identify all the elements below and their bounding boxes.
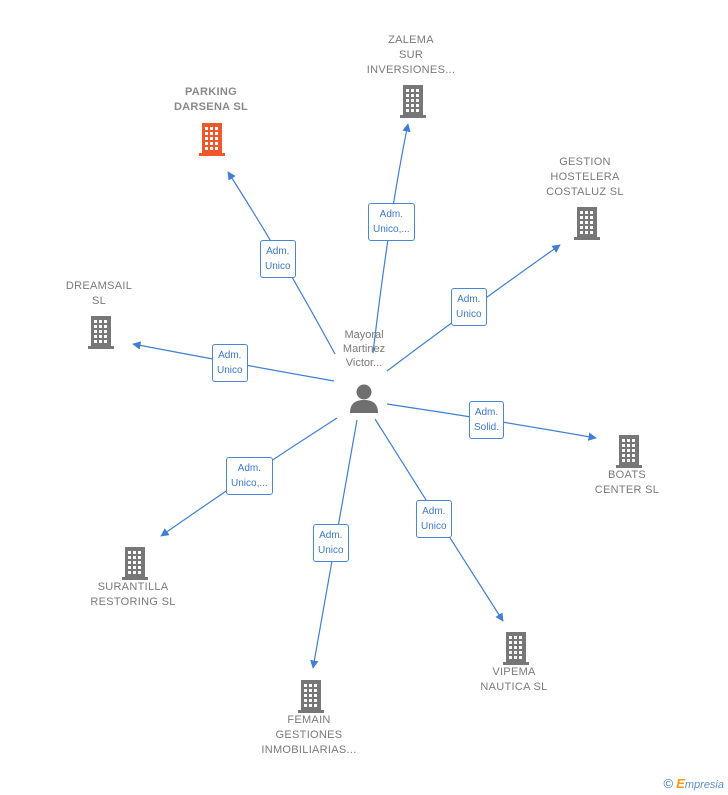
relation-detail: Solid. — [474, 422, 500, 433]
company-name-surantilla[interactable]: SURANTILLA RESTORING SL — [68, 580, 198, 610]
relation-detail: Unico,... — [231, 478, 268, 489]
company-name-line: SUR — [398, 49, 424, 61]
company-name-line: ZALEMA — [388, 34, 434, 46]
relation-label-parking[interactable]: Adm. Unico — [260, 240, 296, 278]
brand-logo-initial: E — [676, 776, 685, 791]
relation-detail: Unico — [456, 309, 482, 320]
building-icon[interactable] — [616, 434, 642, 473]
person-name-line: Martinez — [342, 343, 386, 355]
relation-label-gestion[interactable]: Adm. Unico — [451, 288, 487, 326]
company-name-vipema[interactable]: VIPEMA NAUTICA SL — [449, 665, 579, 695]
footer-brand: © Empresia — [664, 776, 724, 791]
building-icon[interactable] — [122, 546, 148, 585]
company-name-dreamsail[interactable]: DREAMSAIL SL — [34, 279, 164, 309]
person-name-line: Mayoral — [344, 329, 384, 341]
relation-detail: Unico — [421, 521, 447, 532]
copyright-icon: © — [663, 776, 674, 791]
company-name-line: DREAMSAIL — [65, 280, 133, 292]
brand-logo-text: mpresia — [684, 779, 724, 791]
relation-label-surantilla[interactable]: Adm. Unico,... — [226, 457, 273, 495]
relation-role: Adm. — [474, 407, 499, 418]
company-name-boats[interactable]: BOATS CENTER SL — [562, 468, 692, 498]
relation-label-vipema[interactable]: Adm. Unico — [416, 500, 452, 538]
company-name-line: FEMAIN — [287, 714, 331, 726]
company-name-line: SURANTILLA — [97, 581, 169, 593]
relation-role: Adm. — [266, 246, 290, 257]
company-name-line: INVERSIONES... — [366, 64, 456, 76]
company-name-gestion[interactable]: GESTION HOSTELERA COSTALUZ SL — [520, 155, 650, 200]
person-icon[interactable] — [348, 383, 380, 418]
relation-label-femain[interactable]: Adm. Unico — [313, 524, 349, 562]
company-name-femain[interactable]: FEMAIN GESTIONES INMOBILIARIAS... — [244, 713, 374, 758]
company-name-parking[interactable]: PARKING DARSENA SL — [146, 85, 276, 115]
building-icon[interactable] — [88, 315, 114, 354]
building-icon[interactable] — [298, 679, 324, 718]
relation-role: Adm. — [319, 530, 343, 541]
relation-role: Adm. — [457, 294, 481, 305]
relation-detail: Unico — [318, 545, 344, 556]
company-name-line: CENTER SL — [594, 484, 660, 496]
company-name-line: HOSTELERA — [550, 171, 620, 183]
company-name-line: GESTIONES — [275, 729, 343, 741]
company-name-line: COSTALUZ SL — [546, 186, 624, 198]
relation-role: Adm. — [379, 209, 404, 220]
company-name-zalema[interactable]: ZALEMA SUR INVERSIONES... — [346, 33, 476, 78]
relation-detail: Unico — [265, 261, 291, 272]
building-icon[interactable] — [400, 84, 426, 123]
person-name[interactable]: Mayoral Martinez Victor... — [325, 328, 403, 370]
company-name-line: SL — [91, 295, 107, 307]
relation-label-dreamsail[interactable]: Adm. Unico — [212, 344, 248, 382]
company-name-line: VIPEMA — [492, 666, 536, 678]
company-name-line: NAUTICA SL — [480, 681, 548, 693]
company-name-line: DARSENA SL — [173, 101, 249, 113]
relation-label-zalema[interactable]: Adm. Unico,... — [368, 203, 415, 241]
relation-role: Adm. — [237, 463, 262, 474]
relation-role: Adm. — [218, 350, 242, 361]
building-icon[interactable] — [503, 631, 529, 670]
company-name-line: GESTION — [559, 156, 611, 168]
relation-detail: Unico — [217, 365, 243, 376]
company-name-line: INMOBILIARIAS... — [261, 744, 357, 756]
relation-detail: Unico,... — [373, 224, 410, 235]
relation-label-boats[interactable]: Adm. Solid. — [469, 401, 505, 439]
company-name-line: PARKING — [184, 86, 237, 98]
building-icon[interactable] — [199, 122, 225, 161]
relation-role: Adm. — [422, 506, 446, 517]
company-name-line: BOATS — [608, 469, 646, 481]
building-icon[interactable] — [574, 206, 600, 245]
person-name-line: Victor... — [345, 357, 383, 369]
company-name-line: RESTORING SL — [90, 596, 176, 608]
